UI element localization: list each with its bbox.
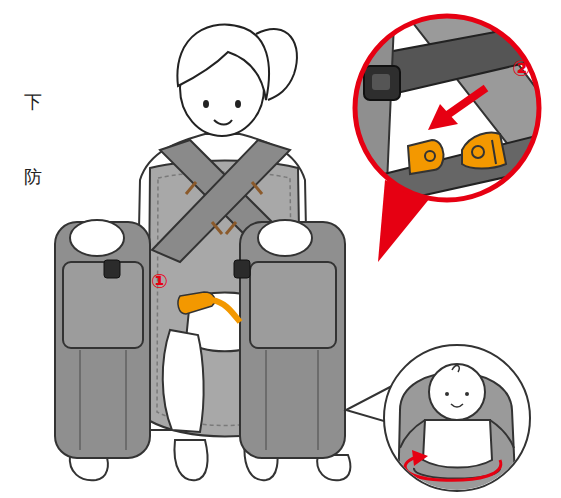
cropped-text: 下: [24, 93, 42, 111]
side-buckles: [104, 260, 250, 278]
woman-head: [177, 24, 297, 136]
hip-pads: [55, 220, 345, 458]
orange-strap: [212, 300, 240, 322]
callout-number: ①: [151, 271, 168, 291]
orange-buckle: [178, 292, 215, 314]
callout-number: ②: [512, 58, 531, 80]
speech-bubble: [346, 345, 530, 498]
zoom-inset: [340, 0, 560, 262]
cropped-text: 防: [24, 168, 42, 186]
